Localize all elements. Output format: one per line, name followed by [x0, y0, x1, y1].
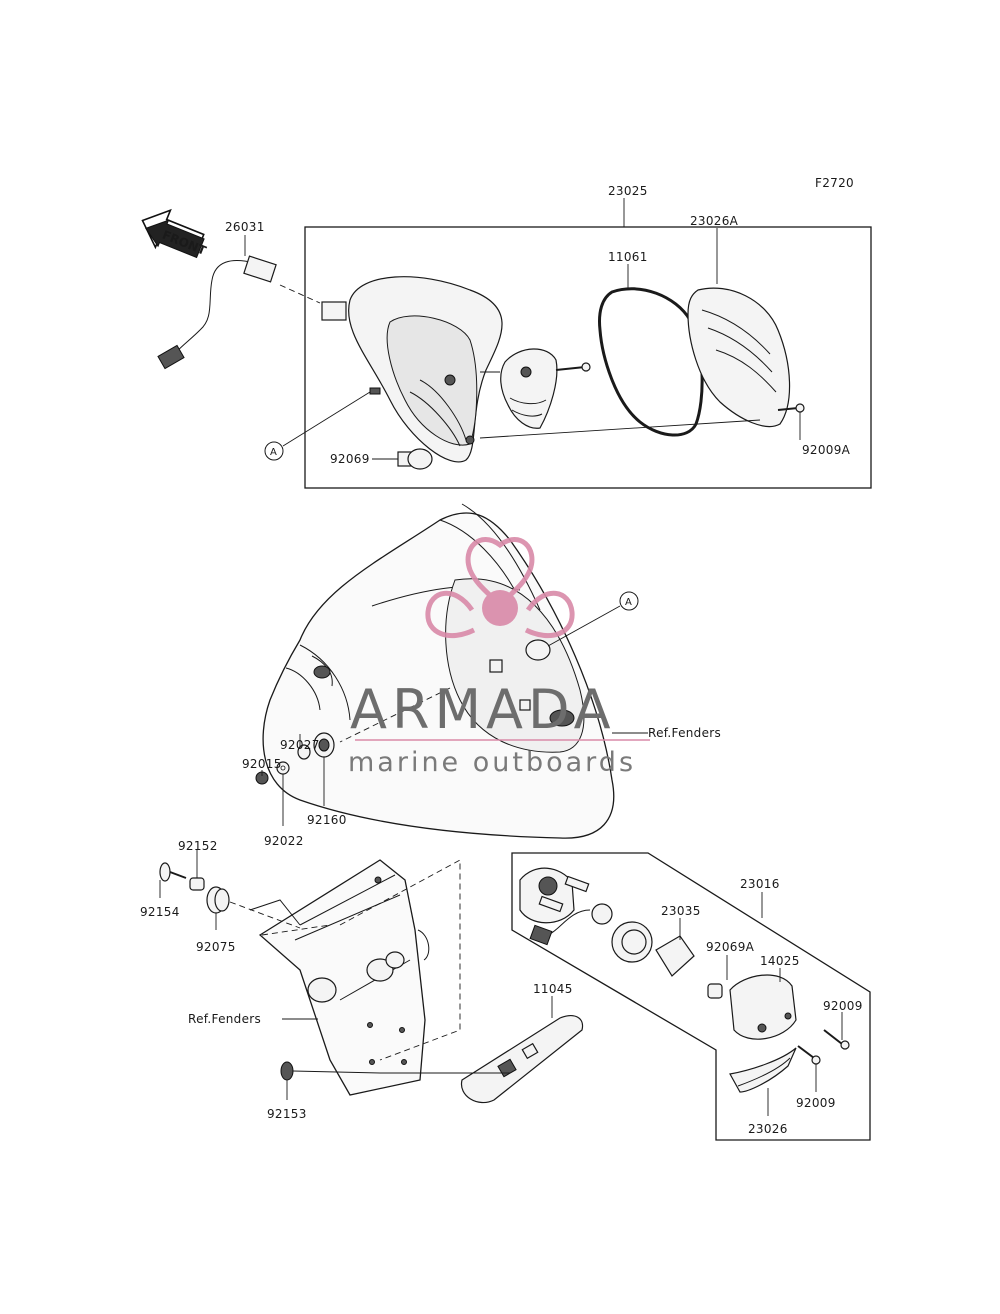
- grommet-92075-icon: [206, 886, 230, 914]
- label-23026: 23026: [748, 1122, 788, 1136]
- watermark-logo: [425, 537, 575, 639]
- bolt-92154-icon: [159, 862, 187, 882]
- license-plate-bracket: [249, 859, 430, 1096]
- label-23026A: 23026A: [690, 214, 739, 228]
- screw-92009-b-icon: [797, 1045, 821, 1065]
- callout-a-top-letter: A: [270, 447, 277, 458]
- washer-92022: [276, 761, 290, 775]
- label-11045: 11045: [533, 982, 573, 996]
- collar-92027: [297, 744, 311, 760]
- callout-a-mid-letter: A: [625, 597, 632, 608]
- callout-a-mid: [619, 591, 639, 611]
- label-92075: 92075: [196, 940, 236, 954]
- gasket-11061: [598, 287, 704, 437]
- label-92160: 92160: [307, 813, 347, 827]
- leader-harness-connector: [279, 284, 321, 304]
- label-92069: 92069: [330, 452, 370, 466]
- label-92069A: 92069A: [706, 940, 755, 954]
- plate-holder-11045: [460, 1015, 584, 1104]
- ref-fenders-mid: Ref.Fenders: [648, 726, 721, 740]
- lamp-socket: [611, 921, 653, 963]
- label-92009-b: 92009: [796, 1096, 836, 1110]
- label-23035: 23035: [661, 904, 701, 918]
- label-26031: 26031: [225, 220, 265, 234]
- screw-icon: [555, 362, 591, 372]
- rear-fender: [262, 503, 615, 839]
- leader-bolt-axis: [229, 901, 301, 929]
- label-14025: 14025: [760, 954, 800, 968]
- pin-icon: [369, 387, 381, 395]
- tail-lamp-housing: [321, 276, 503, 463]
- lens-23026A: [687, 287, 791, 428]
- nut-92153-icon: [280, 1061, 294, 1081]
- label-92015: 92015: [242, 757, 282, 771]
- label-92152: 92152: [178, 839, 218, 853]
- label-11061: 11061: [608, 250, 648, 264]
- callout-a-top: [264, 441, 284, 461]
- watermark-brand: ARMADA: [350, 678, 616, 741]
- leader-lens-bottom: [479, 419, 761, 439]
- label-23025: 23025: [608, 184, 648, 198]
- label-23016: 23016: [740, 877, 780, 891]
- label-92022: 92022: [264, 834, 304, 848]
- lamp-wire: [529, 903, 613, 946]
- label-92009-a: 92009: [823, 999, 863, 1013]
- figure-code: F2720: [815, 176, 854, 190]
- mount-axis-line: [339, 687, 451, 743]
- ref-fenders-bottom: Ref.Fenders: [188, 1012, 261, 1026]
- license-lamp-base: [519, 867, 590, 924]
- collar-92152-icon: [189, 877, 205, 891]
- bulb-92069-icon: [397, 448, 433, 470]
- cover-14025: [729, 974, 797, 1040]
- leader-callout-a-mid: [547, 605, 621, 647]
- socket-23035: [655, 935, 695, 977]
- label-92009A: 92009A: [802, 443, 851, 457]
- lens-23026: [729, 1047, 797, 1093]
- bracket-axis-lines: [261, 859, 461, 1061]
- bulb-socket: [500, 348, 558, 429]
- bulb-92069A-icon: [707, 983, 723, 999]
- front-arrow-icon: FRONT: [141, 208, 209, 259]
- leader-callout-a-top: [282, 391, 371, 447]
- leader-92153-axis: [292, 1070, 381, 1074]
- label-92027: 92027: [280, 738, 320, 752]
- screw-92009-a-icon: [823, 1029, 850, 1050]
- license-lamp-assembly-box: [511, 852, 871, 1141]
- label-92153: 92153: [267, 1107, 307, 1121]
- watermark-tagline: marine outboards: [348, 747, 636, 778]
- tail-lamp-assembly-box: [304, 226, 872, 489]
- label-92154: 92154: [140, 905, 180, 919]
- wiring-harness-26031: [157, 255, 277, 370]
